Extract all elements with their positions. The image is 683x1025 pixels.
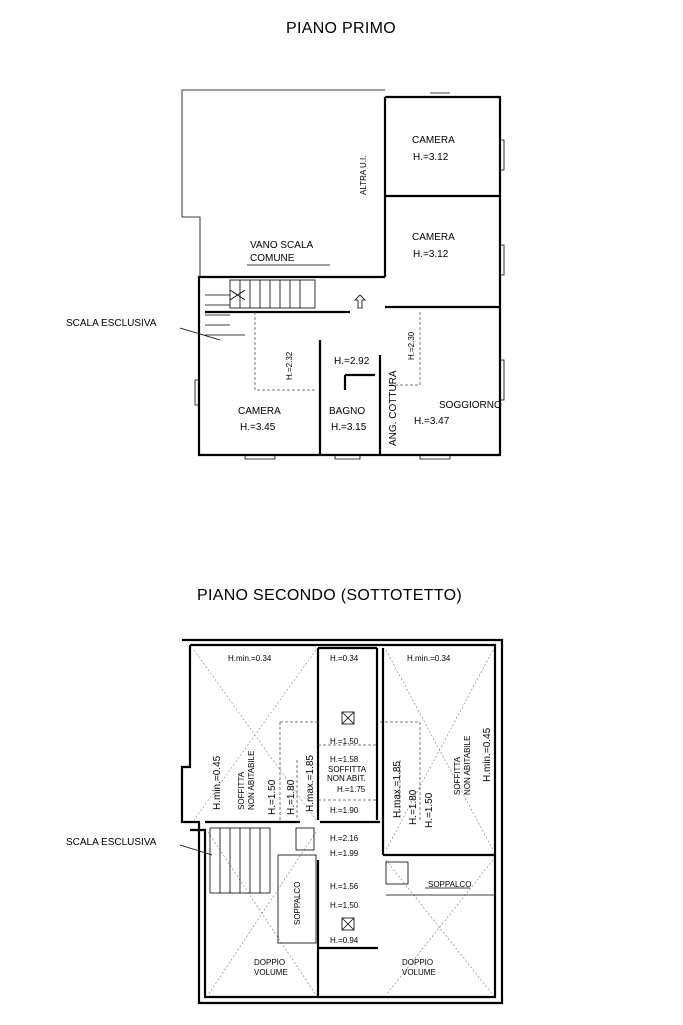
- label-ang-cottura: ANG. COTTURA: [388, 370, 399, 446]
- label-h-156: H.=1.56: [330, 882, 359, 891]
- label-h-150-right: H.=1.50: [424, 792, 435, 828]
- label-camera-left-h: H.=3.45: [240, 422, 276, 433]
- window-camera-top: [500, 139, 505, 171]
- label-hmin-045-right: H.min.=0.45: [482, 727, 493, 782]
- label-soggiorno: SOGGIORNO: [439, 400, 502, 411]
- first-floor-outer-wall: [197, 95, 502, 457]
- label-h-158: H.=1.58: [330, 755, 359, 764]
- label-h-232: H.=2.32: [285, 351, 294, 380]
- dashed-cottura: [390, 312, 421, 386]
- stairs-cross: [229, 289, 246, 301]
- label-hmax-185-right: H.max.=1.85: [392, 761, 403, 818]
- stairs-exclusive-steps: [205, 294, 245, 336]
- label-soffitta-c-1: SOFFITTA: [328, 765, 367, 774]
- first-floor-plan: CAMERA H.=3.12 CAMERA H.=3.12 ALTRA U.I.…: [66, 89, 505, 460]
- label-vano-scala-2: COMUNE: [250, 253, 295, 264]
- leader-scala-esclusiva-2: [179, 844, 213, 856]
- label-soffitta-c-2: NON ABIT.: [327, 774, 366, 783]
- side-partitions: [316, 648, 385, 997]
- window-camera-mid: [500, 244, 505, 276]
- label-hmin-045-left: H.min.=0.45: [212, 755, 223, 810]
- roof-diagonal-right: [385, 649, 494, 851]
- entrance-arrow-icon: [354, 294, 366, 309]
- small-stairs-right: [385, 861, 409, 885]
- dashed-right-limits: [380, 721, 421, 820]
- soppalco-left-area: [277, 854, 317, 944]
- label-scala-esclusiva-2: SCALA ESCLUSIVA: [66, 837, 157, 848]
- label-h-199: H.=1.99: [330, 849, 359, 858]
- window-camera-left: [194, 379, 199, 406]
- label-h-150-c: H.=1.50: [330, 737, 359, 746]
- label-soffitta-right-1: SOFFITTA: [453, 756, 462, 795]
- label-h-175: H.=1.75: [337, 785, 366, 794]
- second-floor-plan: H.min.=0.34 H.=0.34 H.min.=0.34 H.min.=0…: [66, 638, 504, 1005]
- second-floor-outer-wall: [180, 638, 504, 1005]
- label-doppio-left-1: DOPPIO: [254, 958, 285, 967]
- adjacent-unit-outline: [181, 89, 385, 217]
- window-bottom-1: [244, 455, 276, 460]
- window-soggiorno: [500, 359, 505, 401]
- label-soggiorno-h: H.=3.47: [414, 416, 450, 427]
- label-h-190: H.=1.90: [330, 806, 359, 815]
- small-stairs-left: [295, 827, 315, 851]
- second-floor-title: PIANO SECONDO (SOTTOTETTO): [197, 587, 463, 604]
- stairs-common-steps: [239, 280, 301, 308]
- label-soffitta-left-2: NON ABITABILE: [247, 751, 256, 810]
- label-hmin-right: H.min.=0.34: [407, 654, 451, 663]
- label-vano-scala-1: VANO SCALA: [250, 240, 313, 251]
- dashed-left-limits: [279, 721, 318, 820]
- label-doppio-left-2: VOLUME: [254, 968, 288, 977]
- label-camera-mid: CAMERA: [412, 232, 455, 243]
- first-floor-title: PIANO PRIMO: [286, 20, 396, 37]
- label-h-180-left: H.=1.80: [286, 779, 297, 815]
- label-bagno: BAGNO: [329, 406, 365, 417]
- leader-scala-esclusiva: [179, 327, 221, 341]
- label-altra-ui: ALTRA U.I.: [359, 156, 368, 195]
- skylight-bottom-icon: [341, 917, 355, 931]
- label-doppio-right-2: VOLUME: [402, 968, 436, 977]
- window-top: [430, 92, 450, 98]
- label-bagno-h: H.=3.15: [331, 422, 367, 433]
- window-bottom-3: [419, 455, 451, 460]
- label-h-034: H.=0.34: [330, 654, 359, 663]
- label-h-150-low: H.=1.50: [330, 901, 359, 910]
- label-doppio-right-1: DOPPIO: [402, 958, 433, 967]
- window-bottom-2: [334, 455, 361, 460]
- label-h-292: H.=2.92: [334, 356, 370, 367]
- label-camera-top: CAMERA: [412, 135, 455, 146]
- label-h-180-right: H.=1.80: [408, 789, 419, 825]
- dashed-low-ceiling: [254, 312, 315, 391]
- label-soffitta-right-2: NON ABITABILE: [463, 736, 472, 795]
- second-floor-inner-wall: [190, 643, 497, 999]
- label-camera-top-h: H.=3.12: [413, 152, 449, 163]
- wall-bagno-niche: [343, 373, 375, 390]
- label-hmax-185-left: H.max.=1.85: [305, 755, 316, 812]
- label-soppalco-right: SOPPALCO: [428, 880, 471, 889]
- roof-diagonal-bottom-right: [385, 859, 494, 996]
- label-scala-esclusiva-1: SCALA ESCLUSIVA: [66, 318, 157, 329]
- label-h-094: H.=0.94: [330, 936, 359, 945]
- skylight-bottom-cross: [341, 917, 355, 931]
- skylight-top-cross: [341, 711, 355, 725]
- skylight-top-icon: [341, 711, 355, 725]
- roof-diagonal-bottom-left: [207, 831, 317, 996]
- label-hmin-left: H.min.=0.34: [228, 654, 272, 663]
- label-h-230: H.=2.30: [407, 331, 416, 360]
- label-soffitta-left-1: SOFFITTA: [237, 771, 246, 810]
- label-soppalco-left: SOPPALCO: [293, 882, 302, 925]
- roof-diagonal-left: [193, 649, 317, 821]
- label-camera-mid-h: H.=3.12: [413, 249, 449, 260]
- label-camera-left: CAMERA: [238, 406, 281, 417]
- central-partitions: [316, 648, 379, 820]
- label-h-150-left: H.=1.50: [267, 779, 278, 815]
- label-h-216: H.=2.16: [330, 834, 359, 843]
- stairs-second-steps: [219, 828, 261, 893]
- stairs-common: [229, 279, 316, 309]
- adjacent-unit-outline-2: [182, 216, 205, 278]
